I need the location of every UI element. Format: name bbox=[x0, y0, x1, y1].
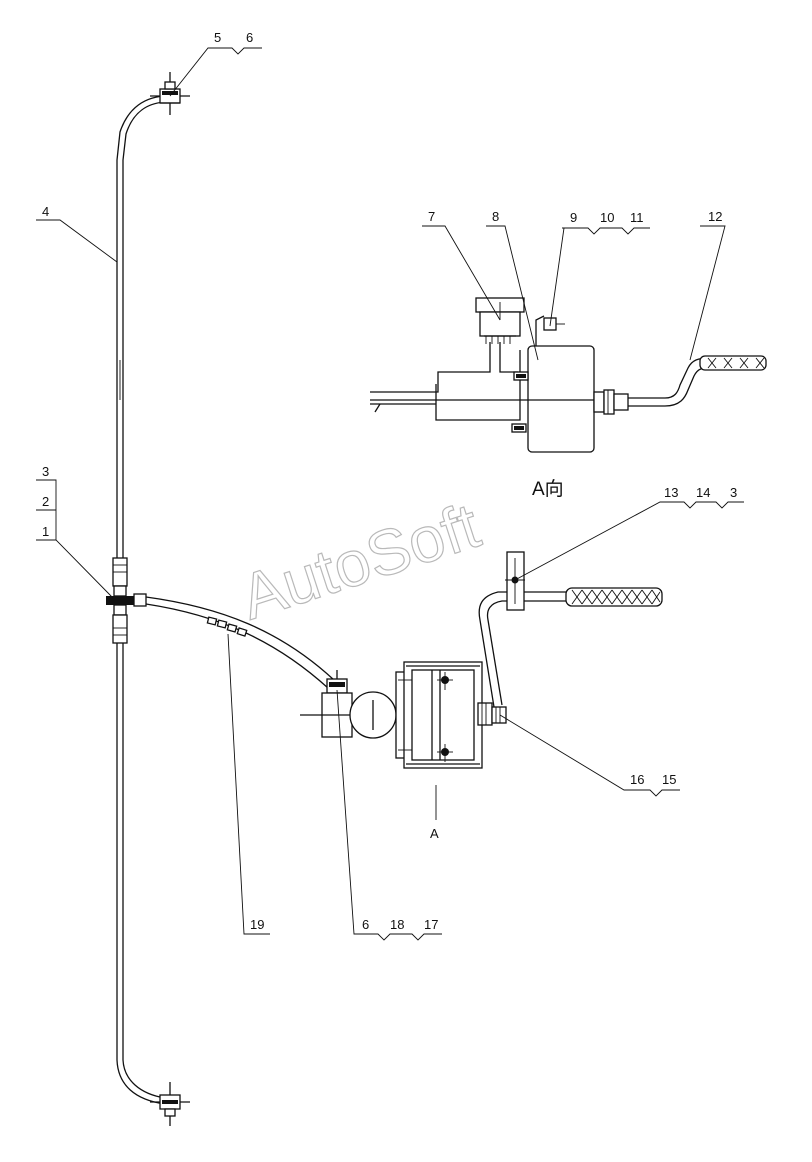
callout-15: 15 bbox=[662, 772, 676, 787]
callout-8: 8 bbox=[492, 209, 499, 224]
bottom-fitting bbox=[150, 1082, 190, 1126]
callout-7: 7 bbox=[428, 209, 435, 224]
callout-1: 1 bbox=[42, 524, 49, 539]
callout-13: 13 bbox=[664, 485, 678, 500]
callout-14: 14 bbox=[696, 485, 710, 500]
callout-19: 19 bbox=[250, 917, 264, 932]
callout-3-left: 3 bbox=[42, 464, 49, 479]
branch-pipe bbox=[145, 596, 335, 689]
valve-front-view bbox=[300, 661, 507, 820]
outlet-pipe-front bbox=[478, 551, 663, 708]
view-a-label: A向 bbox=[532, 478, 564, 500]
callout-6-bottom: 6 bbox=[362, 917, 369, 932]
callout-2: 2 bbox=[42, 494, 49, 509]
callout-3-right: 3 bbox=[730, 485, 737, 500]
callout-6: 6 bbox=[246, 30, 253, 45]
view-a: A向 bbox=[370, 297, 767, 500]
callout-4: 4 bbox=[42, 204, 49, 219]
section-a-label: A bbox=[430, 826, 439, 841]
callout-18: 18 bbox=[390, 917, 404, 932]
callout-16: 16 bbox=[630, 772, 644, 787]
tee-fitting bbox=[106, 557, 147, 644]
callout-17: 17 bbox=[424, 917, 438, 932]
watermark: AutoSoft bbox=[232, 489, 488, 633]
leaders bbox=[36, 47, 744, 941]
callout-11: 11 bbox=[630, 210, 644, 225]
callout-10: 10 bbox=[600, 210, 614, 225]
callout-9: 9 bbox=[570, 210, 577, 225]
callout-12: 12 bbox=[708, 209, 722, 224]
callout-5: 5 bbox=[214, 30, 221, 45]
